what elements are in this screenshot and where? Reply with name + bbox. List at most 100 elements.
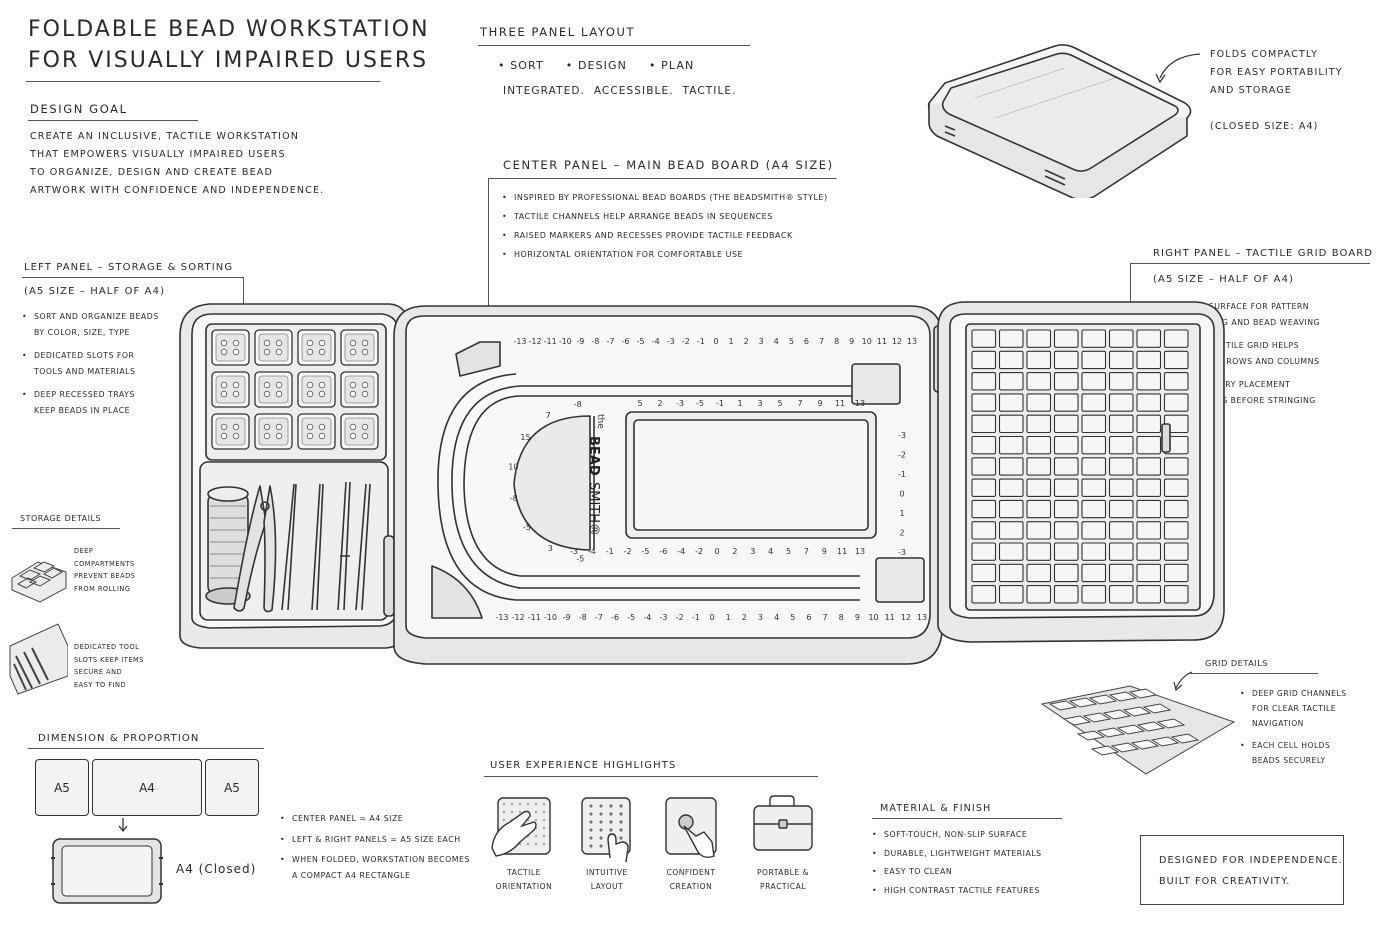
- ruler-arc-tick: 10: [508, 462, 518, 471]
- grid-cell: [1081, 563, 1107, 583]
- ruler-bottom-tick: -1: [692, 613, 700, 622]
- storage-compartments: [211, 329, 379, 450]
- ruler-bottom-tick: 7: [823, 613, 828, 622]
- braille-grid-icon: [581, 797, 631, 863]
- ruler-top-tick: 12: [892, 337, 902, 346]
- ruler-inner-bottom-tick: -5: [642, 547, 650, 556]
- grid-cell: [971, 563, 997, 583]
- a4-center-box: A4: [92, 759, 202, 816]
- ruler-bottom-tick: 1: [726, 613, 731, 622]
- design-goal-underline: [28, 120, 198, 121]
- a4-closed-label: A4 (Closed): [176, 862, 257, 876]
- beadsmith-logo: the: [595, 414, 605, 429]
- ruler-inner-bottom-tick: 7: [804, 547, 809, 556]
- storage-compartment: [211, 329, 250, 366]
- ruler-top-tick: 1: [729, 337, 734, 346]
- title-underline: [26, 81, 380, 82]
- grid-cell: [1136, 372, 1162, 391]
- grid-cell: [1026, 393, 1052, 412]
- grid-cell: [1136, 350, 1162, 370]
- center-panel-item: Raised markers and recesses provide tact…: [500, 226, 828, 245]
- grid-detail-cell: [1150, 736, 1180, 747]
- grid-cell: [1081, 329, 1107, 348]
- grid-cell: [1081, 372, 1107, 391]
- folds-closed-size: (Closed size: A4): [1210, 121, 1319, 132]
- grid-detail-cell: [1170, 733, 1200, 744]
- grid-cell: [1053, 457, 1079, 476]
- ruler-top-tick: -2: [682, 337, 690, 346]
- grid-cell: [1108, 585, 1134, 604]
- briefcase-icon: [753, 795, 813, 851]
- tweezers-icon: [281, 481, 371, 611]
- grid-cell: [1108, 457, 1134, 476]
- ruler-inner-top-tick: 2: [657, 399, 662, 408]
- storage-compartment: [211, 413, 250, 450]
- storage-compartment: [297, 371, 336, 408]
- ux-label-portable: Portable &Practical: [756, 868, 810, 891]
- grid-cell: [998, 372, 1024, 391]
- grid-cell: [1163, 542, 1189, 561]
- storage-compartment: [297, 329, 336, 366]
- center-panel-item: Tactile channels help arrange beads in s…: [500, 207, 828, 226]
- design-goal-line: artwork with confidence and independence…: [30, 185, 325, 196]
- grid-cell: [1026, 350, 1052, 370]
- ruler-top-tick: 8: [834, 337, 839, 346]
- grid-cell: [1053, 585, 1079, 604]
- grid-cell: [1026, 435, 1052, 455]
- grid-detail-cell: [1062, 715, 1092, 726]
- ruler-bottom-tick: 2: [742, 613, 747, 622]
- motto-box: Designed for independence. Built for cre…: [1140, 835, 1344, 905]
- grid-cell: [1053, 393, 1079, 412]
- ruler-inner-bottom-tick: -2: [695, 547, 703, 556]
- grid-cell: [998, 457, 1024, 476]
- ruler-arc-tick: 7: [546, 411, 551, 420]
- ruler-bottom-tick: 13: [917, 613, 927, 622]
- grid-cell: [1053, 499, 1079, 519]
- ruler-arc-tick: -8: [510, 494, 518, 503]
- storage-note-2: Dedicated toolslots keep itemssecure and…: [74, 643, 144, 689]
- grid-cell: [1108, 499, 1134, 519]
- ruler-bottom-tick: 8: [839, 613, 844, 622]
- ruler-top-tick: 7: [819, 337, 824, 346]
- grid-detail-cell: [1110, 742, 1140, 753]
- ruler-bottom-tick: -13: [495, 613, 508, 622]
- grid-cell: [1163, 521, 1189, 540]
- grid-cell: [1081, 542, 1107, 561]
- material-underline: [872, 818, 1062, 819]
- grid-cell: [1081, 457, 1107, 476]
- grid-cell: [1053, 542, 1079, 561]
- ruler-bottom-tick: -5: [627, 613, 635, 622]
- brand-the: the: [595, 414, 605, 429]
- ruler-inner-top-tick: 11: [835, 399, 845, 408]
- tactile-grid: [971, 329, 1189, 604]
- folds-line: Folds compactly: [1210, 49, 1319, 60]
- ux-heading: User Experience Highlights: [490, 760, 677, 771]
- grid-cell: [1108, 414, 1134, 434]
- dimension-heading: Dimension & Proportion: [38, 733, 200, 744]
- ruler-bottom-tick: -3: [660, 613, 668, 622]
- storage-details-heading: Storage Details: [20, 514, 101, 523]
- ruler-top-tick: 13: [907, 337, 917, 346]
- grid-cell: [1136, 457, 1162, 476]
- right-panel-heading: Right Panel – Tactile Grid Board: [1153, 248, 1374, 259]
- closed-a4-sketch: [51, 838, 163, 904]
- material-item: Soft-touch, non-slip surface: [870, 826, 1042, 845]
- ruler-bottom-tick: -10: [544, 613, 557, 622]
- ruler-top-tick: 5: [789, 337, 794, 346]
- grid-cell: [971, 457, 997, 476]
- storage-compartment: [254, 371, 293, 408]
- storage-compartment: [340, 371, 379, 408]
- ruler-bottom-tick: -9: [563, 613, 571, 622]
- grid-detail-cell: [1156, 718, 1186, 729]
- grid-cell: [971, 372, 997, 391]
- ruler-top-tick: 6: [804, 337, 809, 346]
- grid-details-heading: Grid Details: [1205, 658, 1268, 668]
- ruler-top-tick: 3: [759, 337, 764, 346]
- grid-cell: [998, 350, 1024, 370]
- motto-line: Built for creativity.: [1159, 876, 1291, 887]
- grid-cell: [1108, 393, 1134, 412]
- ruler-inner-bottom-tick: -4: [588, 547, 596, 556]
- grid-cell: [998, 585, 1024, 604]
- left-storage-panel: [179, 303, 409, 649]
- ruler-top-tick: -7: [606, 337, 614, 346]
